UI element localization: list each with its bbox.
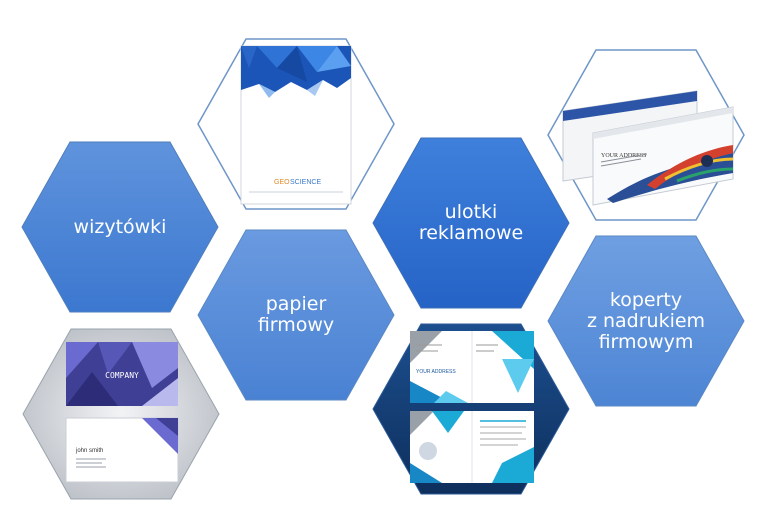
hex-papier-firmowy[interactable]: papier firmowy <box>197 229 395 401</box>
letterhead-brand-geo: GEO <box>274 179 290 186</box>
hex-ulotki-reklamowe-label: ulotki reklamowe <box>418 201 524 244</box>
hex-papier-firmowy-label: papier firmowy <box>257 293 335 336</box>
letterhead-image: GEO SCIENCE <box>240 45 352 205</box>
business-card-image: COMPANY john smith <box>65 342 179 483</box>
hex-wizytowki-label: wizytówki <box>73 215 167 238</box>
hex-koperty[interactable]: koperty z nadrukiem firmowym <box>547 235 745 407</box>
business-card-hex: COMPANY john smith <box>22 328 220 500</box>
hex-koperty-label: koperty z nadrukiem firmowym <box>586 288 706 353</box>
letterhead-brand-science: SCIENCE <box>290 179 321 186</box>
brochure-title: YOUR ADDRESS <box>416 369 456 375</box>
brochure-hex: YOUR ADDRESS <box>372 323 570 495</box>
hex-ulotki-reklamowe[interactable]: ulotki reklamowe <box>372 137 570 309</box>
business-card-company: COMPANY <box>105 371 139 380</box>
envelope-address: YOUR ADDRESS <box>601 153 647 159</box>
envelope-hex: YOUR ADDRESS <box>547 49 745 221</box>
letterhead-hex: GEO SCIENCE <box>197 38 395 210</box>
business-card-name: john smith <box>75 448 103 454</box>
envelope-image: YOUR ADDRESS <box>562 90 734 206</box>
brochure-image: YOUR ADDRESS <box>410 331 534 483</box>
hex-wizytowki[interactable]: wizytówki <box>21 141 219 313</box>
